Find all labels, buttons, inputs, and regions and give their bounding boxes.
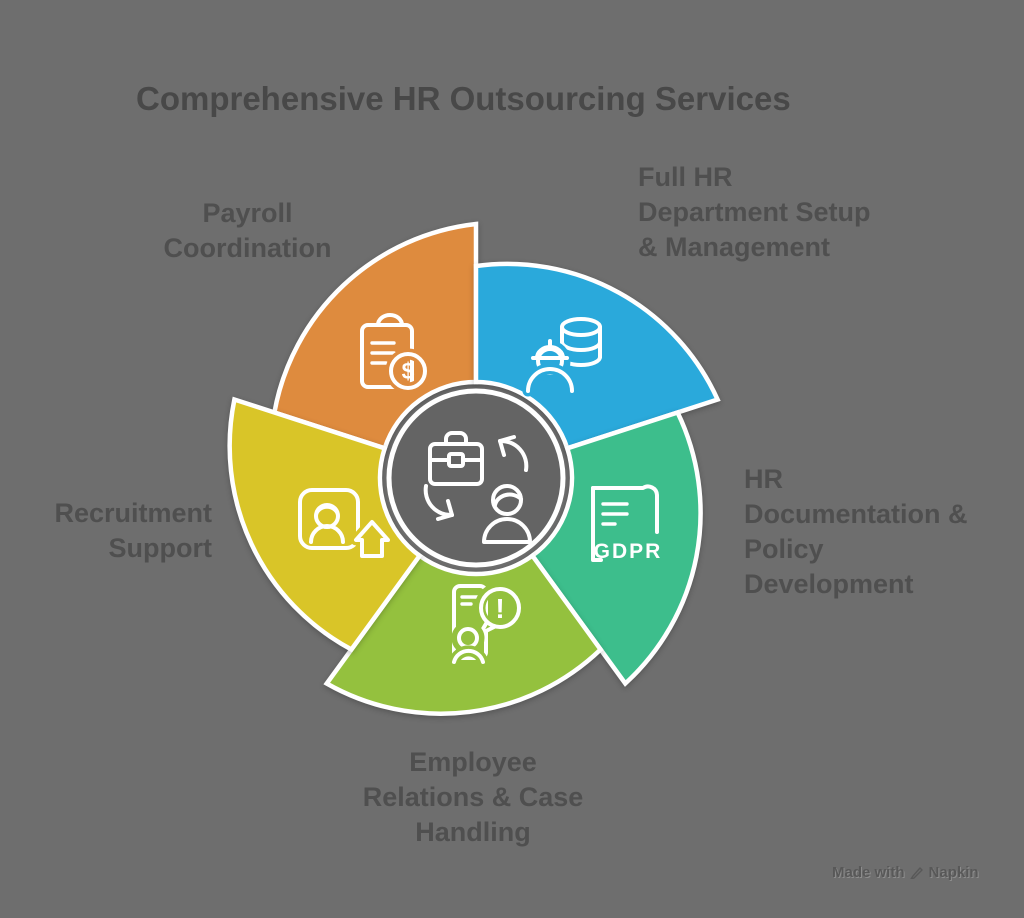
label-line: Support xyxy=(108,533,212,563)
person-icon xyxy=(448,621,489,668)
label-line: Handling xyxy=(415,817,531,847)
label-line: Coordination xyxy=(163,233,332,263)
dollar-glyph: $ xyxy=(402,358,415,384)
center-hub-icons xyxy=(406,408,546,548)
watermark: Made with Napkin xyxy=(832,860,979,884)
svg-text:!: ! xyxy=(495,593,504,624)
label-line: Full HR xyxy=(638,162,733,192)
up-arrow-icon xyxy=(350,516,392,562)
worker-icon xyxy=(522,339,578,397)
label-full-hr-department: Full HR Department Setup & Management xyxy=(638,160,938,265)
label-line: Payroll xyxy=(202,198,293,228)
cycle-arrows-icon xyxy=(423,435,529,521)
watermark-brand: Napkin xyxy=(928,863,979,881)
portrait-icon xyxy=(309,503,345,544)
segment-payroll-coordination xyxy=(271,221,479,452)
label-recruitment-support: Recruitment Support xyxy=(20,496,212,566)
label-line: Department Setup xyxy=(638,197,871,227)
phone-alert-person-icon: ! xyxy=(424,570,534,680)
label-line: & Management xyxy=(638,232,831,262)
label-line: Relations & Case xyxy=(362,782,584,812)
label-line: Development xyxy=(744,569,914,599)
profile-card-up-arrow-icon xyxy=(282,470,392,580)
label-hr-documentation: HR Documentation & Policy Development xyxy=(744,462,1004,602)
gdpr-scroll-icon: GDPR xyxy=(565,470,675,580)
watermark-made-with: Made with xyxy=(832,863,905,881)
pen-icon xyxy=(909,867,923,879)
label-employee-relations: Employee Relations & Case Handling xyxy=(328,745,618,850)
label-line: Recruitment xyxy=(54,498,212,528)
label-line: HR xyxy=(744,464,783,494)
gdpr-label: GDPR xyxy=(594,540,663,563)
label-payroll-coordination: Payroll Coordination xyxy=(140,196,355,266)
label-line: Policy xyxy=(744,534,824,564)
person-icon xyxy=(482,484,532,544)
label-line: Documentation & xyxy=(744,499,968,529)
worker-database-icon xyxy=(518,303,618,403)
segment-employee-relations xyxy=(323,552,604,716)
page-title: Comprehensive HR Outsourcing Services xyxy=(136,80,791,117)
segment-hr-documentation xyxy=(529,409,703,687)
briefcase-icon xyxy=(428,431,484,486)
clipboard-dollar-icon: $ xyxy=(340,305,440,405)
label-line: Employee xyxy=(409,747,537,777)
